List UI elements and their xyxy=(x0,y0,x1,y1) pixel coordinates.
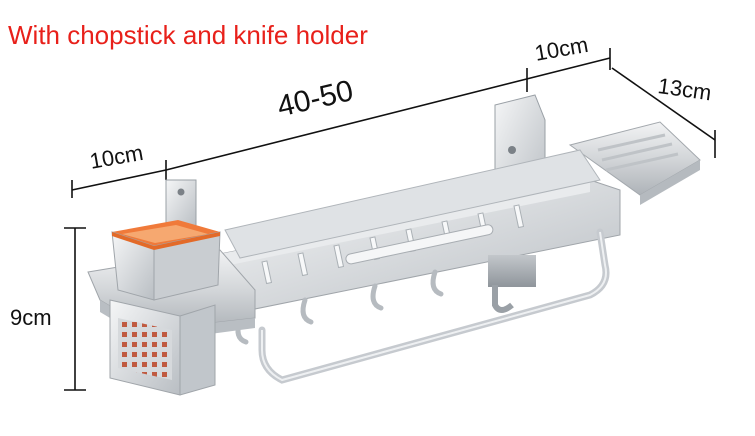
main-shelf xyxy=(214,149,621,311)
large-hook xyxy=(488,255,536,313)
left-wall-bracket xyxy=(165,179,197,229)
towel-bar-highlight xyxy=(261,231,607,382)
dimension-height: 9cm xyxy=(10,305,52,330)
knife-holder-box xyxy=(109,299,216,396)
feature-caption: With chopstick and knife holder xyxy=(8,20,368,50)
chopstick-cup xyxy=(111,220,221,301)
dimension-lines xyxy=(64,48,716,391)
right-soap-tray xyxy=(568,121,701,205)
